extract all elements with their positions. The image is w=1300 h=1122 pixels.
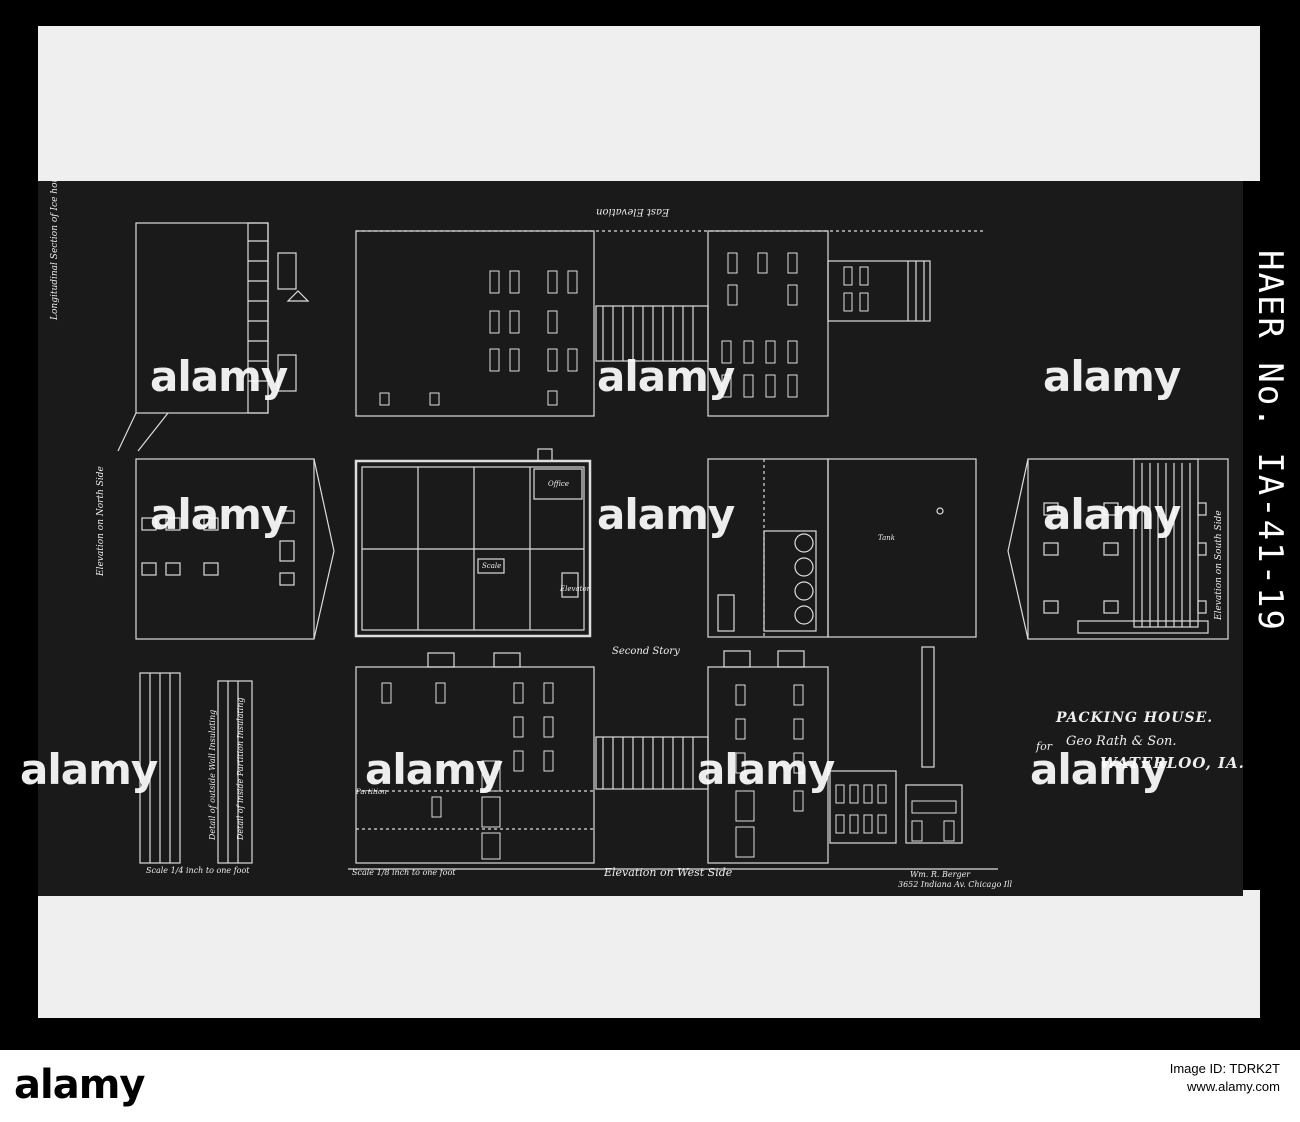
drawing-client: Geo Rath & Son.	[1066, 734, 1177, 749]
west-elevation-drawing	[348, 646, 998, 870]
elevation-west-label: Elevation on West Side	[604, 866, 733, 879]
watermark: alamy	[1043, 352, 1181, 401]
office-label: Office	[548, 480, 569, 488]
architect-address: 3652 Indiana Av. Chicago Ill	[898, 880, 1013, 889]
scale-detail-label: Scale 1/4 inch to one foot	[146, 866, 250, 875]
watermark: alamy	[150, 352, 288, 401]
elevation-south-label: Elevation on South Side	[1214, 510, 1224, 620]
elevation-north-label: Elevation on North Side	[96, 466, 106, 576]
north-elevation-drawing	[135, 458, 335, 640]
drawing-title: PACKING HOUSE.	[1056, 710, 1214, 726]
watermark: alamy	[20, 745, 158, 794]
elevator-label: Elevator	[560, 585, 590, 593]
scale-main-label: Scale 1/8 inch to one foot	[352, 868, 456, 877]
east-windows	[379, 252, 869, 406]
haer-label-text: HAER No. IA-41-19	[1250, 250, 1290, 632]
blueprint-sheet	[38, 181, 1243, 896]
watermark: alamy	[365, 745, 503, 794]
south-elevation-drawing	[1007, 458, 1229, 640]
watermark: alamy	[597, 490, 735, 539]
watermark: alamy	[1030, 745, 1168, 794]
watermark: alamy	[1043, 490, 1181, 539]
haer-label: HAER No. IA-41-19	[1240, 250, 1290, 850]
floor-plan-right	[707, 458, 977, 638]
watermark: alamy	[597, 352, 735, 401]
paper-top-margin	[38, 26, 1260, 181]
drawing-location: WATERLOO, IA.	[1100, 754, 1245, 772]
west-windows	[381, 682, 957, 860]
longitudinal-section-label: Longitudinal Section of Ice house	[50, 166, 60, 320]
tank-label: Tank	[878, 534, 896, 542]
footer-image-info: Image ID: TDRK2T www.alamy.com	[1170, 1060, 1280, 1096]
footer-site[interactable]: www.alamy.com	[1187, 1079, 1280, 1094]
second-story-label: Second Story	[612, 646, 680, 657]
detail-wall-label: Detail of outside Wall Insulating	[208, 709, 217, 840]
east-elevation-label: East Elevation	[596, 206, 670, 217]
paper-bottom-margin	[38, 890, 1260, 1018]
blueprint-drawing	[117, 222, 1229, 870]
scale-room-label: Scale	[482, 562, 502, 570]
drawing-for-prefix: for	[1036, 740, 1052, 753]
watermark: alamy	[697, 745, 835, 794]
detail-partition-label: Detail of inside Partition Insulating	[236, 697, 245, 840]
longitudinal-section-drawing	[117, 222, 310, 452]
footer-image-id: Image ID: TDRK2T	[1169, 1061, 1280, 1076]
watermark: alamy	[150, 490, 288, 539]
partition-label: Partition	[356, 788, 387, 796]
east-elevation-left	[355, 230, 983, 417]
footer-brand-logo[interactable]: alamy	[14, 1062, 145, 1108]
architect-name: Wm. R. Berger	[910, 870, 971, 879]
insulation-details-drawing	[139, 672, 253, 864]
footer-bar	[0, 1050, 1300, 1122]
floor-plan-left	[354, 448, 592, 638]
